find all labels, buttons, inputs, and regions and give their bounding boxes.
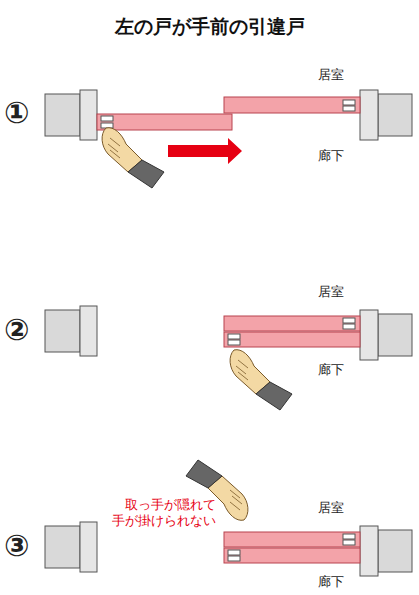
panel-1 xyxy=(45,90,412,188)
corridor-label: 廊下 xyxy=(318,148,344,164)
corridor-label: 廊下 xyxy=(318,574,344,590)
diagram-title: 左の戸が手前の引違戸 xyxy=(0,14,419,40)
warning-note: 取っ手が隠れて 手が掛けられない xyxy=(104,497,216,530)
panel-2 xyxy=(45,306,412,410)
callout-number: ② xyxy=(4,311,29,349)
room-label: 居室 xyxy=(318,67,344,83)
corridor-label: 廊下 xyxy=(318,362,344,378)
panel-3 xyxy=(45,460,412,576)
callout-number: ① xyxy=(4,94,29,132)
room-label: 居室 xyxy=(318,284,344,300)
callout-number: ③ xyxy=(4,527,29,565)
room-label: 居室 xyxy=(318,500,344,516)
